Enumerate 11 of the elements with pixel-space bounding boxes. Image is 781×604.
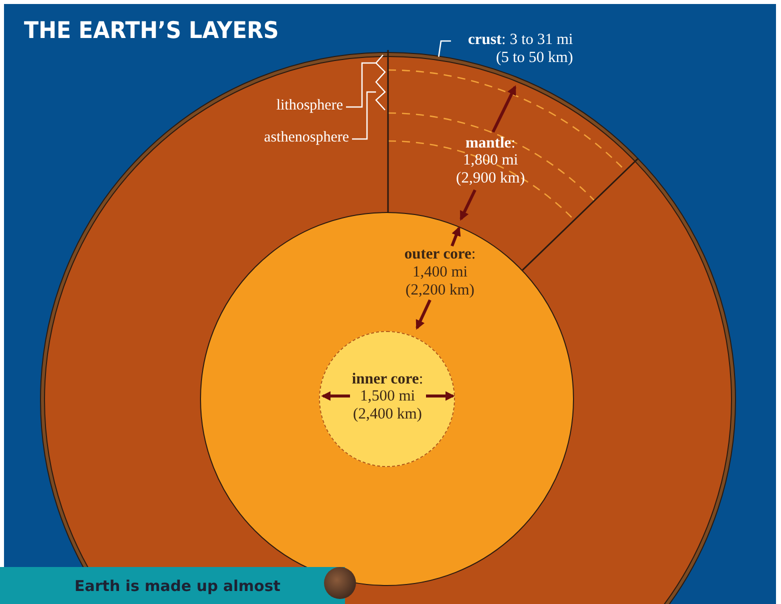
title: THE EARTH’S LAYERS <box>24 18 279 44</box>
leader-line <box>346 62 376 108</box>
layer-label: asthenosphere <box>264 130 349 146</box>
leader-line <box>438 40 451 57</box>
layer-label: lithosphere <box>276 98 343 114</box>
layer-label: crust: 3 to 31 mi (5 to 50 km) <box>455 31 573 67</box>
layer-label: outer core: 1,400 mi (2,200 km) <box>403 245 477 299</box>
leader-line <box>352 91 376 140</box>
layer-label: inner core: 1,500 mi (2,400 km) <box>350 370 424 424</box>
layer-label: mantle: 1,800 mi (2,900 km) <box>455 134 526 188</box>
caption-text: Earth is made up almost <box>74 576 280 594</box>
